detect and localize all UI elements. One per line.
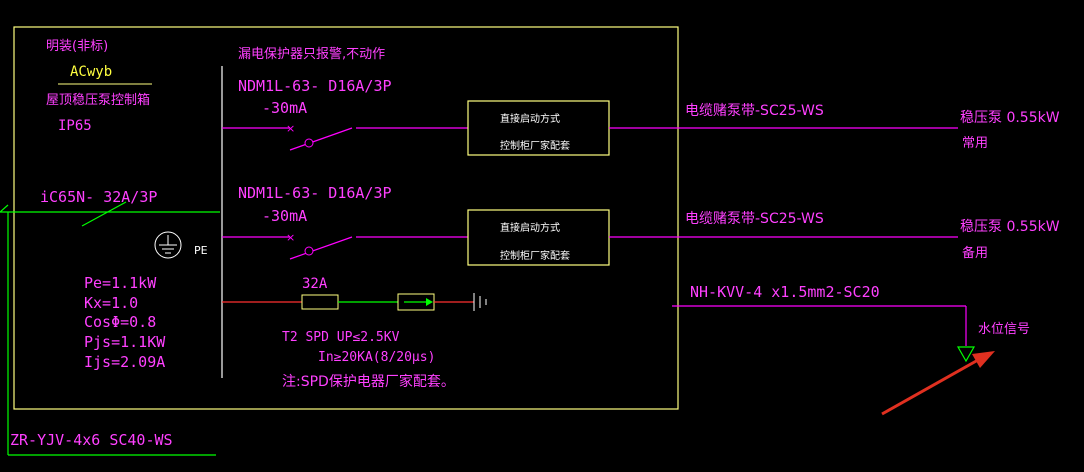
circuit-1-status-label: 常用 [962,136,988,151]
circuit-2-breaker-label: NDM1L-63- D16A/3P [238,184,392,202]
earth-icon [154,231,182,259]
leakage-note: 漏电保护器只报警,不动作 [238,46,385,62]
panel-code-text: ACwyb [70,64,112,80]
circuit-2-cross-icon: × [286,231,295,244]
circuit-2: NDM1L-63- D16A/3P -30mA × 直接启动方式 控制柜厂家配套… [222,184,1060,266]
circuit-1-starter-line2: 控制柜厂家配套 [500,139,570,152]
circuit-2-rcd-icon [304,246,314,256]
ground-icon [473,293,487,311]
calc-pjs: Pjs=1.1KW [84,333,166,351]
pe-label: PE [194,244,208,257]
circuit-2-load-label: 稳压泵 0.55kW [960,219,1060,235]
calc-cos: CosΦ=0.8 [84,313,156,331]
incoming-cable-label: ZR-YJV-4x6 SC40-WS [10,431,173,449]
annotation-arrow-icon [881,351,995,416]
incoming-breaker-contact [81,201,127,227]
calc-kx: Kx=1.0 [84,294,138,312]
circuit-1-contact [289,127,353,151]
circuit-2-starter-line1: 直接启动方式 [500,221,560,234]
panel-name-text: 屋顶稳压泵控制箱 [46,92,150,108]
calc-pe: Pe=1.1kW [84,274,157,292]
circuit-1-cross-icon: × [286,122,295,135]
circuit-2-status-label: 备用 [962,245,988,261]
circuit-2-contact [289,236,353,260]
level-sensor-icon [956,346,976,363]
spd-icon-arrow-head [426,298,433,306]
circuit-2-starter-box [467,209,610,266]
spd-spec-line1: T2 SPD UP≤2.5KV [282,330,400,345]
panel-ip-text: IP65 [58,118,92,134]
spd-spec-line2: In≥20KA(8/20μs) [318,350,435,365]
signal-cable-label: NH-KVV-4 x1.5mm2-SC20 [690,283,880,301]
circuit-1-breaker-label: NDM1L-63- D16A/3P [238,77,392,95]
circuit-1-cable-label: 电缆赌泵带-SC25-WS [685,103,824,119]
circuit-2-leakage-label: -30mA [262,207,307,225]
circuit-2-cable-label: 电缆赌泵带-SC25-WS [685,211,824,227]
panel-type-text: 明装(非标) [46,39,108,54]
signal-label: 水位信号 [978,322,1030,337]
spd-fuse-label: 32A [302,276,328,292]
calc-ijs: Ijs=2.09A [84,353,165,371]
panel-frame [13,26,679,410]
circuit-1-rcd-icon [304,138,314,148]
incoming-breaker-label: iC65N- 32A/3P [40,188,157,206]
circuit-1-starter-line1: 直接启动方式 [500,112,560,125]
spd-note: 注:SPD保护电器厂家配套。 [282,373,455,390]
circuit-1-leakage-label: -30mA [262,99,307,117]
spd-circuit: 32A T2 SPD UP≤2.5KV In≥20KA(8/20μs) 注:SP… [222,276,487,390]
incoming-arrow-tick [0,204,9,213]
circuit-1: NDM1L-63- D16A/3P -30mA × 直接启动方式 控制柜厂家配套… [222,77,1060,156]
circuit-2-starter-line2: 控制柜厂家配套 [500,249,570,262]
fuse-icon [301,294,339,310]
signal-circuit: NH-KVV-4 x1.5mm2-SC20 水位信号 [672,283,1030,363]
circuit-1-load-label: 稳压泵 0.55kW [960,110,1060,126]
